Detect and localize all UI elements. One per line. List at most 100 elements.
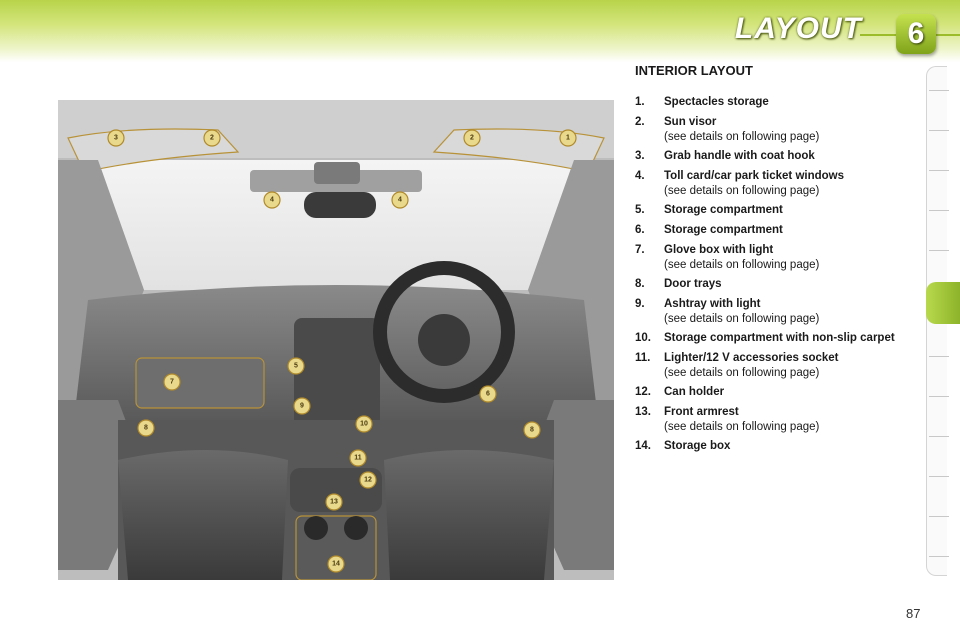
item-note: (see details on following page) bbox=[664, 313, 820, 325]
item-note: (see details on following page) bbox=[664, 131, 820, 143]
item-label: Storage compartment bbox=[664, 204, 783, 216]
svg-text:5: 5 bbox=[294, 363, 298, 370]
tab-divider bbox=[929, 436, 949, 437]
item-label: Toll card/car park ticket windows bbox=[664, 170, 845, 182]
svg-text:9: 9 bbox=[300, 403, 304, 410]
callout-11: 11 bbox=[349, 449, 367, 467]
item-number: 14. bbox=[635, 440, 651, 452]
item-note: (see details on following page) bbox=[664, 367, 820, 379]
tab-divider bbox=[929, 90, 949, 91]
item-number: 2. bbox=[635, 116, 645, 128]
list-item: 3.Grab handle with coat hook bbox=[635, 150, 910, 163]
item-label: Spectacles storage bbox=[664, 96, 769, 108]
active-chapter-tab bbox=[926, 282, 960, 324]
list-item: 11. Lighter/12 V accessories socket (see d… bbox=[635, 352, 910, 379]
callout-14: 14 bbox=[327, 555, 345, 573]
item-number: 9. bbox=[635, 298, 645, 310]
tab-divider bbox=[929, 130, 949, 131]
item-label: Sun visor bbox=[664, 116, 717, 128]
svg-text:4: 4 bbox=[398, 197, 402, 204]
callout-8b: 8 bbox=[523, 421, 541, 439]
item-number: 5. bbox=[635, 204, 645, 216]
tab-divider bbox=[929, 516, 949, 517]
item-number: 7. bbox=[635, 244, 645, 256]
svg-text:7: 7 bbox=[170, 379, 174, 386]
list-item: 8.Door trays bbox=[635, 278, 910, 291]
roof-console bbox=[314, 162, 360, 184]
tab-divider bbox=[929, 170, 949, 171]
list-item: 10.Storage compartment with non-slip car… bbox=[635, 332, 910, 345]
svg-text:11: 11 bbox=[354, 455, 362, 462]
steering-hub bbox=[418, 314, 470, 366]
seat-left bbox=[118, 450, 288, 580]
svg-text:4: 4 bbox=[270, 197, 274, 204]
rear-view-mirror bbox=[304, 192, 376, 218]
callout-2b: 2 bbox=[463, 129, 481, 147]
windscreen bbox=[98, 160, 574, 290]
list-item: 9. Ashtray with light (see details on foll… bbox=[635, 298, 910, 325]
list-item: 4. Toll card/car park ticket windows (see … bbox=[635, 170, 910, 197]
callout-1: 1 bbox=[559, 129, 577, 147]
section-title: INTERIOR LAYOUT bbox=[635, 63, 753, 78]
item-number: 11. bbox=[635, 352, 651, 364]
svg-text:10: 10 bbox=[360, 421, 368, 428]
glove-box bbox=[135, 357, 265, 409]
item-label: Storage compartment bbox=[664, 224, 783, 236]
list-item: 14. Storage box bbox=[635, 440, 910, 453]
list-item: 2. Sun visor (see details on following pag… bbox=[635, 116, 910, 143]
tab-divider bbox=[929, 356, 949, 357]
item-note: (see details on following page) bbox=[664, 185, 820, 197]
item-note: (see details on following page) bbox=[664, 259, 820, 271]
callout-3: 3 bbox=[107, 129, 125, 147]
svg-text:12: 12 bbox=[364, 477, 372, 484]
seat-right bbox=[384, 450, 554, 580]
item-label: Can holder bbox=[664, 386, 725, 398]
tab-divider bbox=[929, 476, 949, 477]
item-label: Lighter/12 V accessories socket bbox=[664, 352, 839, 364]
list-item: 1. Spectacles storage bbox=[635, 96, 910, 109]
callout-5: 5 bbox=[287, 357, 305, 375]
tab-divider bbox=[929, 210, 949, 211]
item-label: Front armrest bbox=[664, 406, 739, 418]
list-item: 5. Storage compartment bbox=[635, 204, 910, 217]
tab-divider bbox=[929, 396, 949, 397]
item-number: 10. bbox=[635, 332, 651, 344]
item-note: (see details on following page) bbox=[664, 421, 820, 433]
item-number: 3. bbox=[635, 150, 645, 162]
svg-text:8: 8 bbox=[530, 427, 534, 434]
list-item: 12. Can holder bbox=[635, 386, 910, 399]
callout-9: 9 bbox=[293, 397, 311, 415]
tab-divider bbox=[929, 250, 949, 251]
callout-4a: 4 bbox=[263, 191, 281, 209]
svg-text:2: 2 bbox=[210, 135, 214, 142]
header-band bbox=[0, 0, 960, 62]
steering-wheel bbox=[373, 261, 515, 403]
chapter-number: 6 bbox=[907, 17, 925, 50]
item-number: 1. bbox=[635, 96, 645, 108]
svg-text:8: 8 bbox=[144, 425, 148, 432]
item-number: 6. bbox=[635, 224, 645, 236]
item-number: 12. bbox=[635, 386, 651, 398]
item-number: 8. bbox=[635, 278, 645, 290]
cup-holder-right bbox=[344, 516, 368, 540]
list-item: 7. Glove box with light (see details on fo… bbox=[635, 244, 910, 271]
item-label: Storage box bbox=[664, 440, 731, 452]
svg-text:14: 14 bbox=[332, 561, 340, 568]
callout-13: 13 bbox=[325, 493, 343, 511]
cup-holder-left bbox=[304, 516, 328, 540]
item-label: Glove box with light bbox=[664, 244, 774, 256]
item-label: Ashtray with light bbox=[664, 298, 761, 310]
callout-2a: 2 bbox=[203, 129, 221, 147]
callout-12: 12 bbox=[359, 471, 377, 489]
svg-text:1: 1 bbox=[566, 135, 570, 142]
svg-text:2: 2 bbox=[470, 135, 474, 142]
item-number: 4. bbox=[635, 170, 645, 182]
item-number: 13. bbox=[635, 406, 651, 418]
list-item: 6. Storage compartment bbox=[635, 224, 910, 237]
chapter-tabs bbox=[926, 66, 960, 576]
page-title: LAYOUT bbox=[734, 12, 862, 45]
tab-divider bbox=[929, 556, 949, 557]
callout-8a: 8 bbox=[137, 419, 155, 437]
svg-text:13: 13 bbox=[330, 499, 338, 506]
callout-4b: 4 bbox=[391, 191, 409, 209]
